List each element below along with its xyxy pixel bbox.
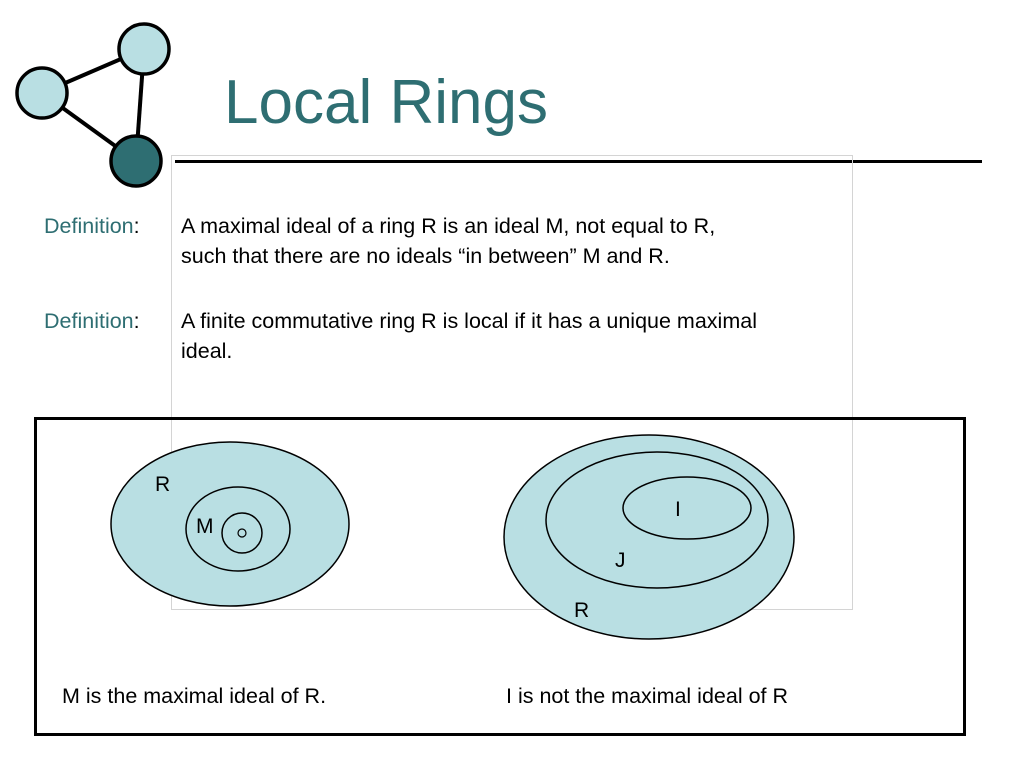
graph-node-light [15, 66, 69, 120]
definition-text: A maximal ideal of a ring R is an ideal … [181, 214, 716, 268]
definition-label-text: Definition [44, 214, 134, 238]
zero-ideal-point [237, 528, 247, 538]
ideal-j-ellipse [545, 451, 769, 589]
definition-colon: : [133, 309, 140, 333]
label-j: J [615, 549, 626, 572]
right-diagram: I J R [503, 434, 795, 640]
caption-left: M is the maximal ideal of R. [62, 684, 327, 708]
definition-colon: : [133, 214, 140, 238]
ideal-m-ellipse [185, 486, 291, 572]
definition-label: Definition: [44, 306, 140, 336]
definition-label: Definition: [44, 211, 140, 241]
ring-r-ellipse [110, 441, 350, 607]
definition-text: A finite commutative ring R is local if … [181, 309, 757, 363]
page-title: Local Rings [224, 68, 548, 137]
definition-label-text: Definition [44, 309, 134, 333]
caption-right: I is not the maximal ideal of R [506, 684, 789, 708]
title-divider [175, 160, 982, 163]
graph-node-dark [109, 134, 163, 188]
inner-ideal-circle [221, 512, 263, 554]
network-graph-icon [15, 22, 171, 188]
left-diagram: R M [110, 441, 350, 607]
ring-r-ellipse [503, 434, 795, 640]
graph-node-light [117, 22, 171, 76]
label-r-left: R [155, 473, 170, 496]
label-i: I [675, 498, 681, 521]
ideal-i-ellipse [622, 476, 752, 540]
label-r-right: R [574, 599, 589, 622]
label-m: M [196, 515, 214, 538]
diagram-frame [34, 417, 966, 736]
